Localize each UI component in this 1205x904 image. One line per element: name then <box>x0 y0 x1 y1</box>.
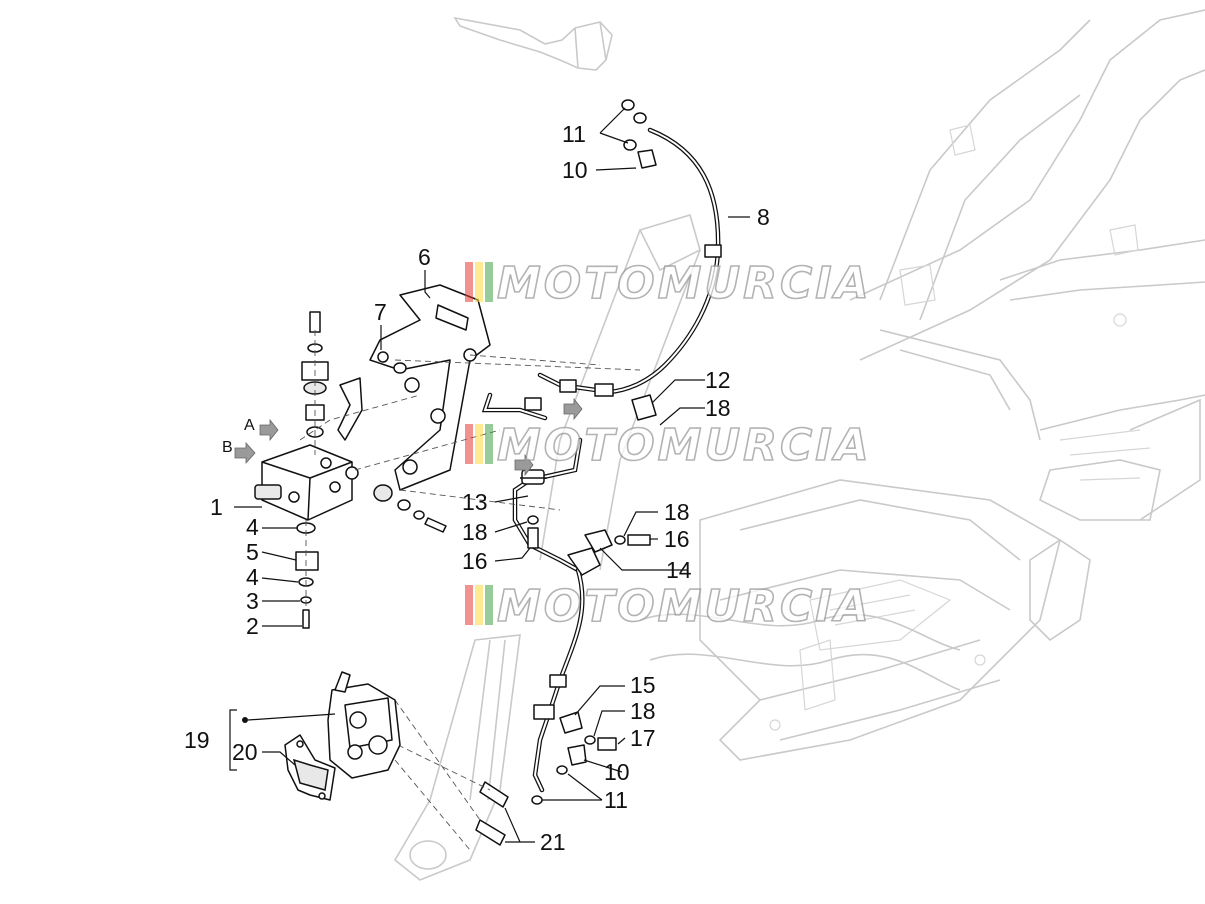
stripe-red <box>465 585 473 625</box>
brake-hose-middle <box>481 392 583 573</box>
callout-leaders <box>229 107 750 843</box>
hose-clamp-15 <box>559 711 583 734</box>
brake-pad <box>284 734 336 801</box>
hose-clamp-14 <box>567 529 613 576</box>
callout-11b: 11 <box>604 787 628 813</box>
callout-10a: 10 <box>562 157 588 183</box>
watermark-2: MOTOMURCIA <box>465 419 872 472</box>
callout-15: 15 <box>630 672 656 698</box>
view-arrow-a2 <box>563 397 583 421</box>
watermark-text: MOTOMURCIA <box>497 420 872 471</box>
view-arrow-b <box>234 441 256 465</box>
callout-8: 8 <box>757 204 770 230</box>
callout-18a: 18 <box>705 395 731 421</box>
brake-hose-lower <box>532 567 585 793</box>
stripe-green <box>485 262 493 302</box>
callout-14: 14 <box>666 557 692 583</box>
watermark-3: MOTOMURCIA <box>465 580 872 633</box>
view-arrow-b2 <box>514 453 534 477</box>
abs-modulator <box>254 444 359 521</box>
hardware-fasteners <box>475 99 657 846</box>
brake-caliper <box>327 671 401 779</box>
view-arrow-a <box>259 418 279 442</box>
callout-1: 1 <box>210 494 223 520</box>
callout-18d: 18 <box>630 698 656 724</box>
callout-labels: 1 4 5 4 3 2 6 7 8 11 10 12 18 13 18 16 1… <box>184 121 770 855</box>
hose-clamp-12 <box>631 394 657 421</box>
scooter-frame-outline <box>393 9 1205 881</box>
watermark-text: MOTOMURCIA <box>497 258 872 309</box>
assembly-dot <box>242 717 248 723</box>
callout-10b: 10 <box>604 759 630 785</box>
callout-6: 6 <box>418 244 431 270</box>
view-label-b: B <box>222 439 233 456</box>
callout-4b: 4 <box>246 564 259 590</box>
callout-17: 17 <box>630 725 656 751</box>
callout-21: 21 <box>540 829 566 855</box>
stripe-green <box>485 585 493 625</box>
stripe-yellow <box>475 585 483 625</box>
callout-5: 5 <box>246 539 259 565</box>
watermark-text: MOTOMURCIA <box>497 581 872 632</box>
callout-16b: 16 <box>664 526 690 552</box>
callout-11a: 11 <box>562 121 586 147</box>
stripe-red <box>465 424 473 464</box>
assembly-lines <box>299 330 641 851</box>
abs-bracket <box>337 284 491 491</box>
brake-hose-upper <box>537 127 722 397</box>
watermark-1: MOTOMURCIA <box>465 257 872 310</box>
callout-13: 13 <box>462 489 488 515</box>
callout-18c: 18 <box>664 499 690 525</box>
callout-3: 3 <box>246 588 259 614</box>
callout-18b: 18 <box>462 519 488 545</box>
callout-2: 2 <box>246 613 259 639</box>
stripe-red <box>465 262 473 302</box>
callout-7: 7 <box>374 299 387 325</box>
callout-12: 12 <box>705 367 731 393</box>
abs-mount-hardware <box>295 311 447 629</box>
stripe-yellow <box>475 262 483 302</box>
callout-19: 19 <box>184 727 210 753</box>
callout-4a: 4 <box>246 514 259 540</box>
view-label-a: A <box>244 417 255 434</box>
stripe-green <box>485 424 493 464</box>
callout-20: 20 <box>232 739 258 765</box>
stripe-yellow <box>475 424 483 464</box>
callout-16a: 16 <box>462 548 488 574</box>
hose-clamp-13 <box>520 469 547 485</box>
